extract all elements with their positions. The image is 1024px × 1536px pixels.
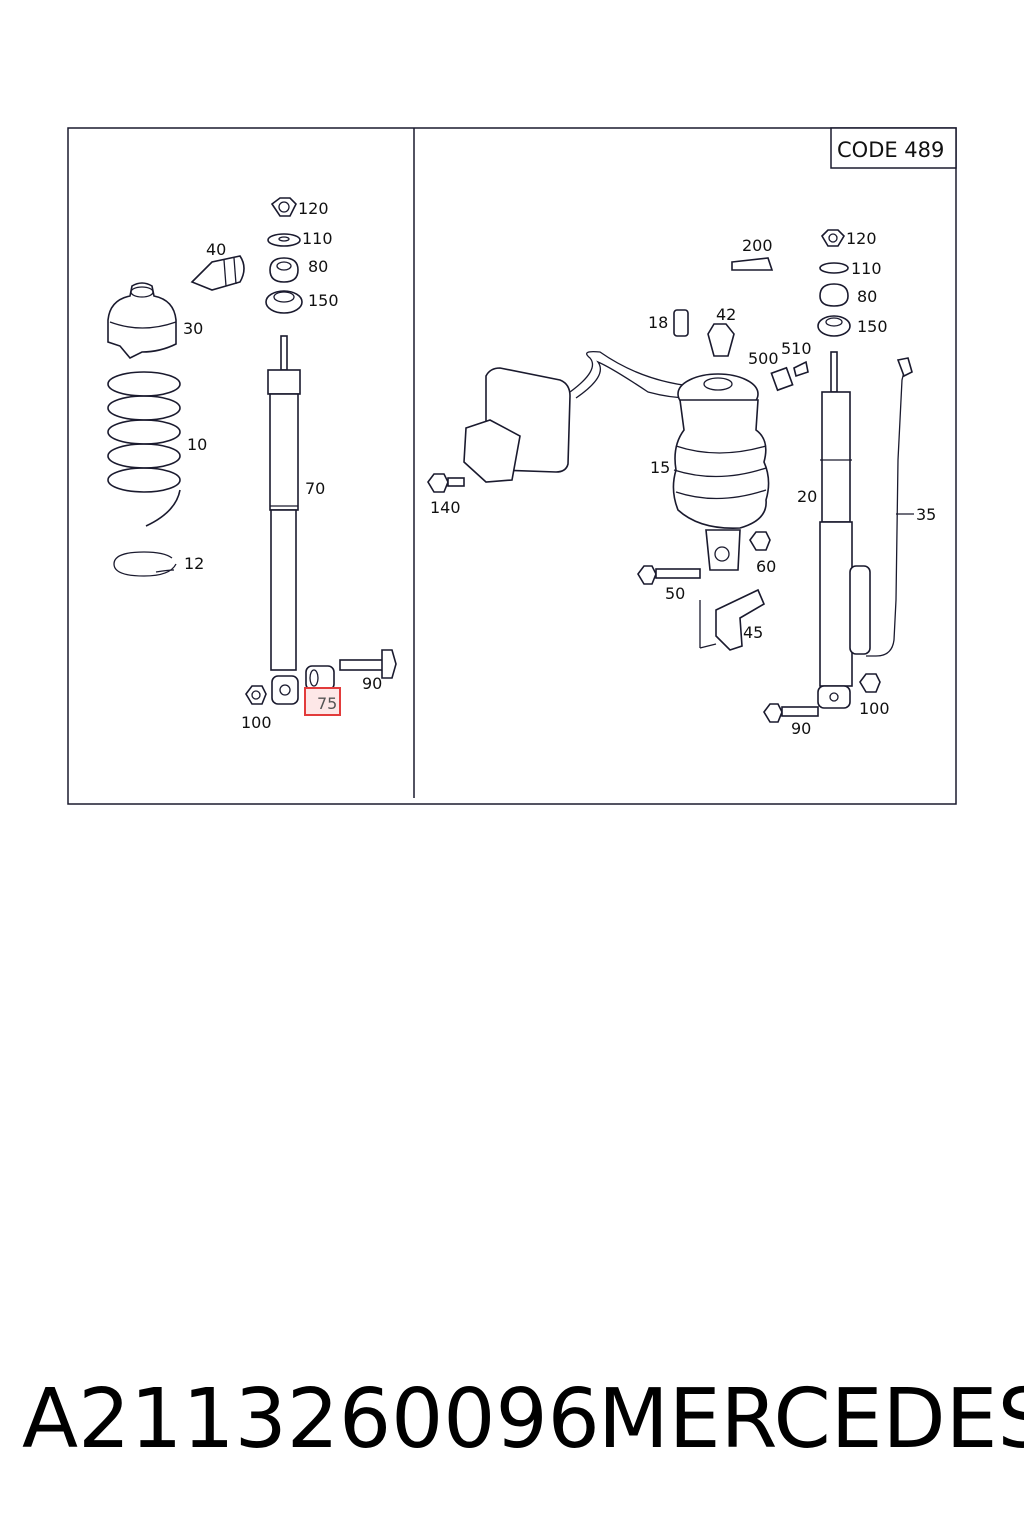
mount-part	[819, 283, 849, 307]
part-label: 50	[665, 584, 685, 603]
part-label: 200	[742, 236, 773, 255]
nut-part	[820, 229, 846, 247]
mount-bushing-part	[817, 315, 851, 337]
part-label: 510	[781, 339, 812, 358]
brand-name: MERCEDES	[598, 1372, 1024, 1467]
valve-part	[673, 309, 689, 337]
valve-part	[707, 323, 735, 357]
bushing-part	[305, 665, 335, 691]
part-label: 30	[183, 319, 203, 338]
part-label: 110	[302, 229, 333, 248]
part-label: 100	[859, 699, 890, 718]
part-label: 40	[206, 240, 226, 259]
part-label: 45	[743, 623, 763, 642]
coil-spring-part	[107, 371, 181, 527]
bolt-part	[637, 565, 701, 585]
washer-part	[267, 233, 301, 247]
diagram-frame	[67, 127, 957, 805]
parts-diagram: CODE 489	[67, 127, 957, 805]
shock-absorber-part	[267, 335, 301, 705]
part-label: 20	[797, 487, 817, 506]
bolt-part	[763, 703, 819, 723]
part-number: A2113260096	[22, 1372, 600, 1467]
damper-valve-part	[849, 565, 871, 655]
part-label: 500	[748, 349, 779, 368]
sensor-cable-part	[866, 357, 914, 657]
part-label: 15	[650, 458, 670, 477]
part-label: 35	[916, 505, 936, 524]
nut-part	[245, 685, 267, 705]
part-label: 150	[308, 291, 339, 310]
air-spring-part	[672, 373, 770, 571]
spring-seat-part	[107, 282, 177, 359]
clip-part	[731, 257, 774, 271]
part-label: 110	[851, 259, 882, 278]
footer: A2113260096 MERCEDES	[0, 1370, 1024, 1470]
code-box-label: CODE 489	[837, 138, 944, 162]
part-label: 120	[846, 229, 877, 248]
bolt-part	[339, 649, 397, 679]
connector-part	[770, 360, 809, 392]
shock-absorber-part	[817, 351, 853, 709]
part-label: 90	[362, 674, 382, 693]
washer-part	[819, 262, 849, 274]
highlight-box	[304, 687, 341, 716]
nut-part	[859, 673, 881, 693]
air-reservoir-part	[463, 350, 691, 483]
bump-stop-part	[190, 255, 245, 291]
part-label: 18	[648, 313, 668, 332]
part-label: 60	[756, 557, 776, 576]
part-label: 42	[716, 305, 736, 324]
part-label: 80	[857, 287, 877, 306]
snap-ring-part	[113, 551, 177, 577]
part-label: 70	[305, 479, 325, 498]
part-label: 140	[430, 498, 461, 517]
part-label-highlighted: 75	[317, 694, 337, 713]
nut-part	[270, 197, 297, 217]
part-label: 100	[241, 713, 272, 732]
mount-bushing-part	[265, 290, 303, 314]
part-label: 10	[187, 435, 207, 454]
code-box	[830, 127, 957, 169]
part-label: 90	[791, 719, 811, 738]
mount-part	[269, 257, 299, 283]
bolt-part	[427, 473, 465, 493]
part-label: 12	[184, 554, 204, 573]
part-label: 150	[857, 317, 888, 336]
bracket-part	[699, 588, 766, 651]
nut-part	[749, 531, 771, 551]
part-label: 80	[308, 257, 328, 276]
part-label: 120	[298, 199, 329, 218]
